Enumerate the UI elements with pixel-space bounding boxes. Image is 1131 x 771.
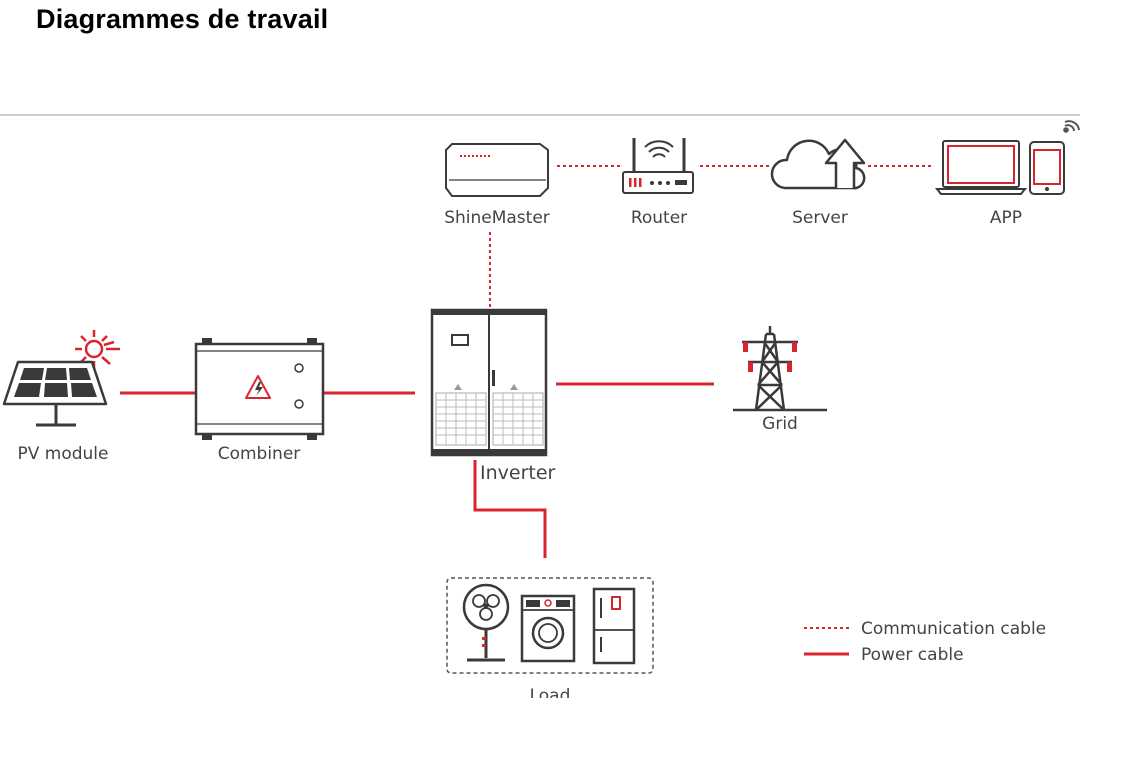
wifi-icon xyxy=(1063,120,1080,133)
inverter-cabinet xyxy=(430,308,548,457)
transmission-tower-icon xyxy=(733,326,827,412)
phone-icon xyxy=(1029,141,1065,195)
shinemaster-device: ShineMaster xyxy=(444,143,550,228)
shinemaster-label: ShineMaster xyxy=(444,208,550,228)
inverter-label: Inverter xyxy=(480,462,556,484)
grid-label: Grid xyxy=(762,414,798,434)
router-label: Router xyxy=(631,208,687,228)
router-icon: Router xyxy=(622,138,694,228)
power-cables xyxy=(120,382,714,558)
legend-power-label: Power cable xyxy=(861,645,964,665)
load-label: Load xyxy=(530,686,571,706)
communication-cables xyxy=(489,165,934,307)
server-label: Server xyxy=(792,208,848,228)
pv-module-label: PV module xyxy=(18,444,109,464)
cloud-upload-icon: Server xyxy=(770,138,866,228)
combiner-box xyxy=(194,338,325,440)
load-group-box xyxy=(446,577,654,674)
legend-comm-label: Communication cable xyxy=(861,619,1046,639)
page-title: Diagrammes de travail xyxy=(36,4,329,34)
solar-panel-icon xyxy=(2,360,108,427)
warning-high-voltage-icon xyxy=(245,375,271,399)
legend: Communication cable Power cable xyxy=(804,619,1046,665)
laptop-icon xyxy=(934,140,1028,195)
combiner-label: Combiner xyxy=(218,444,301,464)
tower-insulators xyxy=(743,342,797,372)
fan-icon xyxy=(462,583,510,662)
sun-icon xyxy=(75,330,120,368)
washing-machine-icon xyxy=(520,594,576,663)
power-inverter-load xyxy=(473,460,547,558)
app-label: APP xyxy=(990,208,1022,228)
refrigerator-icon xyxy=(592,587,636,665)
